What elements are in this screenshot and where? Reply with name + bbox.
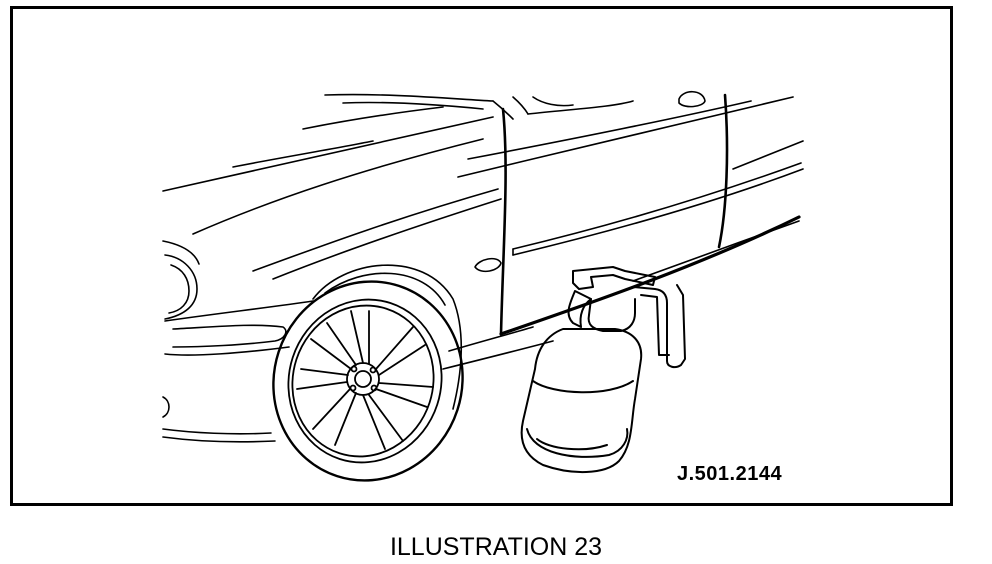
front-wheel xyxy=(272,280,464,482)
figure-caption: ILLUSTRATION 23 xyxy=(389,533,603,561)
figure-reference-code: J.501.2144 xyxy=(677,463,783,485)
car-spray-bottle-illustration xyxy=(162,90,804,482)
illustration-frame: J.501.2144 xyxy=(10,6,953,506)
car-body xyxy=(162,90,804,443)
spray-bottle-icon xyxy=(520,266,686,473)
